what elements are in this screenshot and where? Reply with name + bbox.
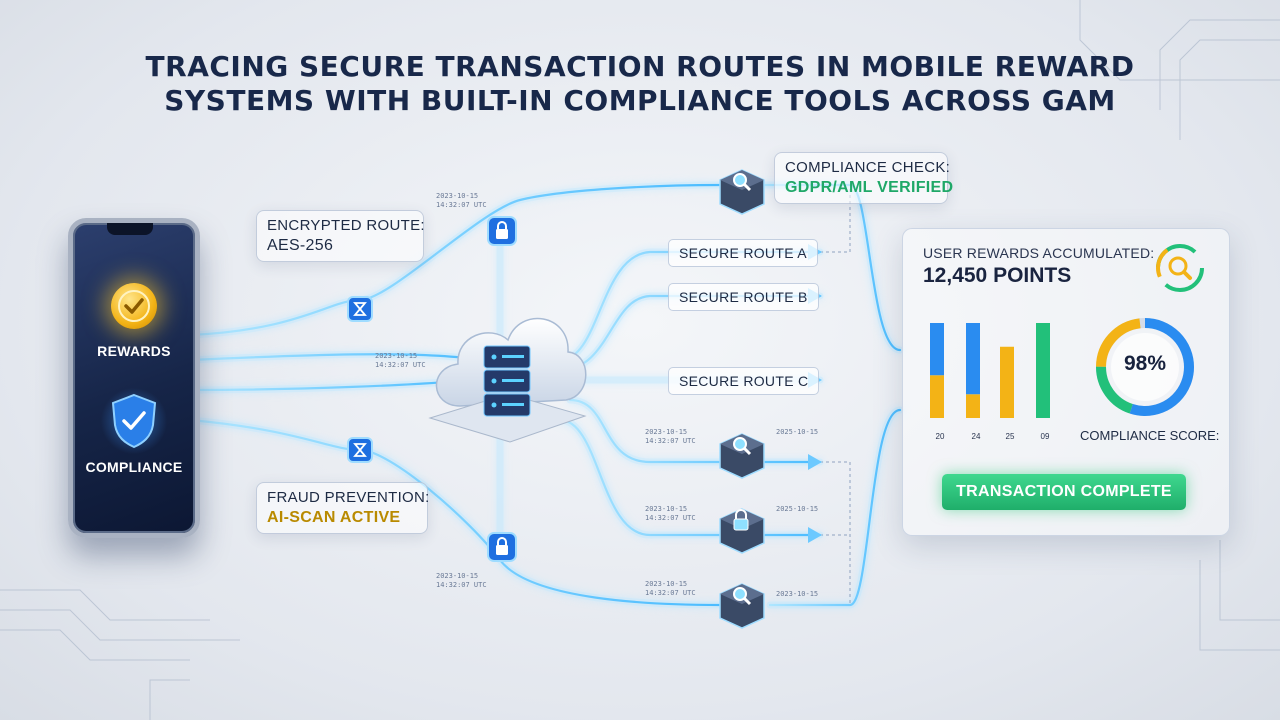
timestamp: 2025-10-15 — [776, 505, 819, 513]
transaction-complete-button[interactable]: TRANSACTION COMPLETE — [942, 474, 1186, 510]
hourglass-icon — [347, 437, 373, 463]
shield-check-icon — [101, 387, 167, 455]
bar-label: 25 — [1005, 432, 1015, 441]
title-line-2: SYSTEMS WITH BUILT-IN COMPLIANCE TOOLS A… — [164, 84, 1116, 117]
gauge-arc — [1096, 318, 1194, 416]
encrypted-route-label: ENCRYPTED ROUTE: — [267, 217, 425, 234]
hourglass-icon — [347, 296, 373, 322]
compliance-check-card: COMPLIANCE CHECK: GDPR/AML VERIFIED — [774, 152, 954, 204]
encrypted-route-card: ENCRYPTED ROUTE: AES-256 — [256, 210, 425, 262]
compliance-check-label: COMPLIANCE CHECK: — [785, 159, 951, 176]
cloud-server-icon — [428, 317, 587, 443]
search-icon — [719, 169, 765, 215]
fraud-prevention-label: FRAUD PREVENTION: — [267, 489, 430, 506]
phone-notch — [107, 223, 153, 235]
diagram-title: TRACING SECURE TRANSACTION ROUTES IN MOB… — [0, 50, 1280, 118]
rewards-points-value: 12,450 POINTS — [923, 264, 1072, 287]
lock-icon — [487, 216, 517, 246]
compliance-score-value: 98% — [1123, 352, 1167, 375]
title-line-1: TRACING SECURE TRANSACTION ROUTES IN MOB… — [145, 50, 1135, 83]
fraud-prevention-card: FRAUD PREVENTION: AI-SCAN ACTIVE — [256, 482, 430, 534]
encrypted-route-value: AES-256 — [267, 237, 334, 254]
bar-label: 09 — [1040, 432, 1050, 441]
fraud-prevention-value: AI-SCAN ACTIVE — [267, 509, 401, 526]
bar-segment — [966, 394, 980, 418]
padlock-icon — [719, 508, 765, 554]
search-icon — [719, 583, 765, 629]
bar-label: 20 — [935, 432, 945, 441]
bar-segment — [1000, 346, 1014, 418]
timestamp: 2025-10-15 — [776, 428, 819, 436]
lock-icon — [487, 532, 517, 562]
bar-segment — [966, 323, 980, 395]
checkmark-coin-icon — [111, 283, 157, 329]
compliance-score-label: COMPLIANCE SCORE: — [1080, 428, 1220, 443]
secure-route-c: SECURE ROUTE C — [668, 367, 820, 395]
gauge-center — [1111, 333, 1179, 401]
bar-label: 24 — [971, 432, 981, 441]
rewards-bar-chart — [930, 323, 1050, 418]
bar-segment — [930, 375, 944, 418]
secure-route-b: SECURE ROUTE B — [668, 283, 819, 311]
search-badge-icon — [1156, 244, 1204, 292]
timestamp: 2023-10-15 — [776, 590, 819, 598]
mobile-phone: REWARDS COMPLIANCE — [68, 218, 200, 538]
compliance-label: COMPLIANCE — [85, 459, 183, 475]
rewards-label: REWARDS — [97, 343, 171, 359]
compliance-check-value: GDPR/AML VERIFIED — [785, 179, 954, 196]
bar-segment — [930, 323, 944, 376]
gauge-arc — [1096, 318, 1194, 416]
compliance-gauge — [1096, 318, 1194, 416]
bar-segment — [1036, 323, 1050, 418]
rewards-accumulated-label: USER REWARDS ACCUMULATED: — [923, 245, 1155, 261]
search-icon — [719, 433, 765, 479]
secure-route-a: SECURE ROUTE A — [668, 239, 818, 267]
